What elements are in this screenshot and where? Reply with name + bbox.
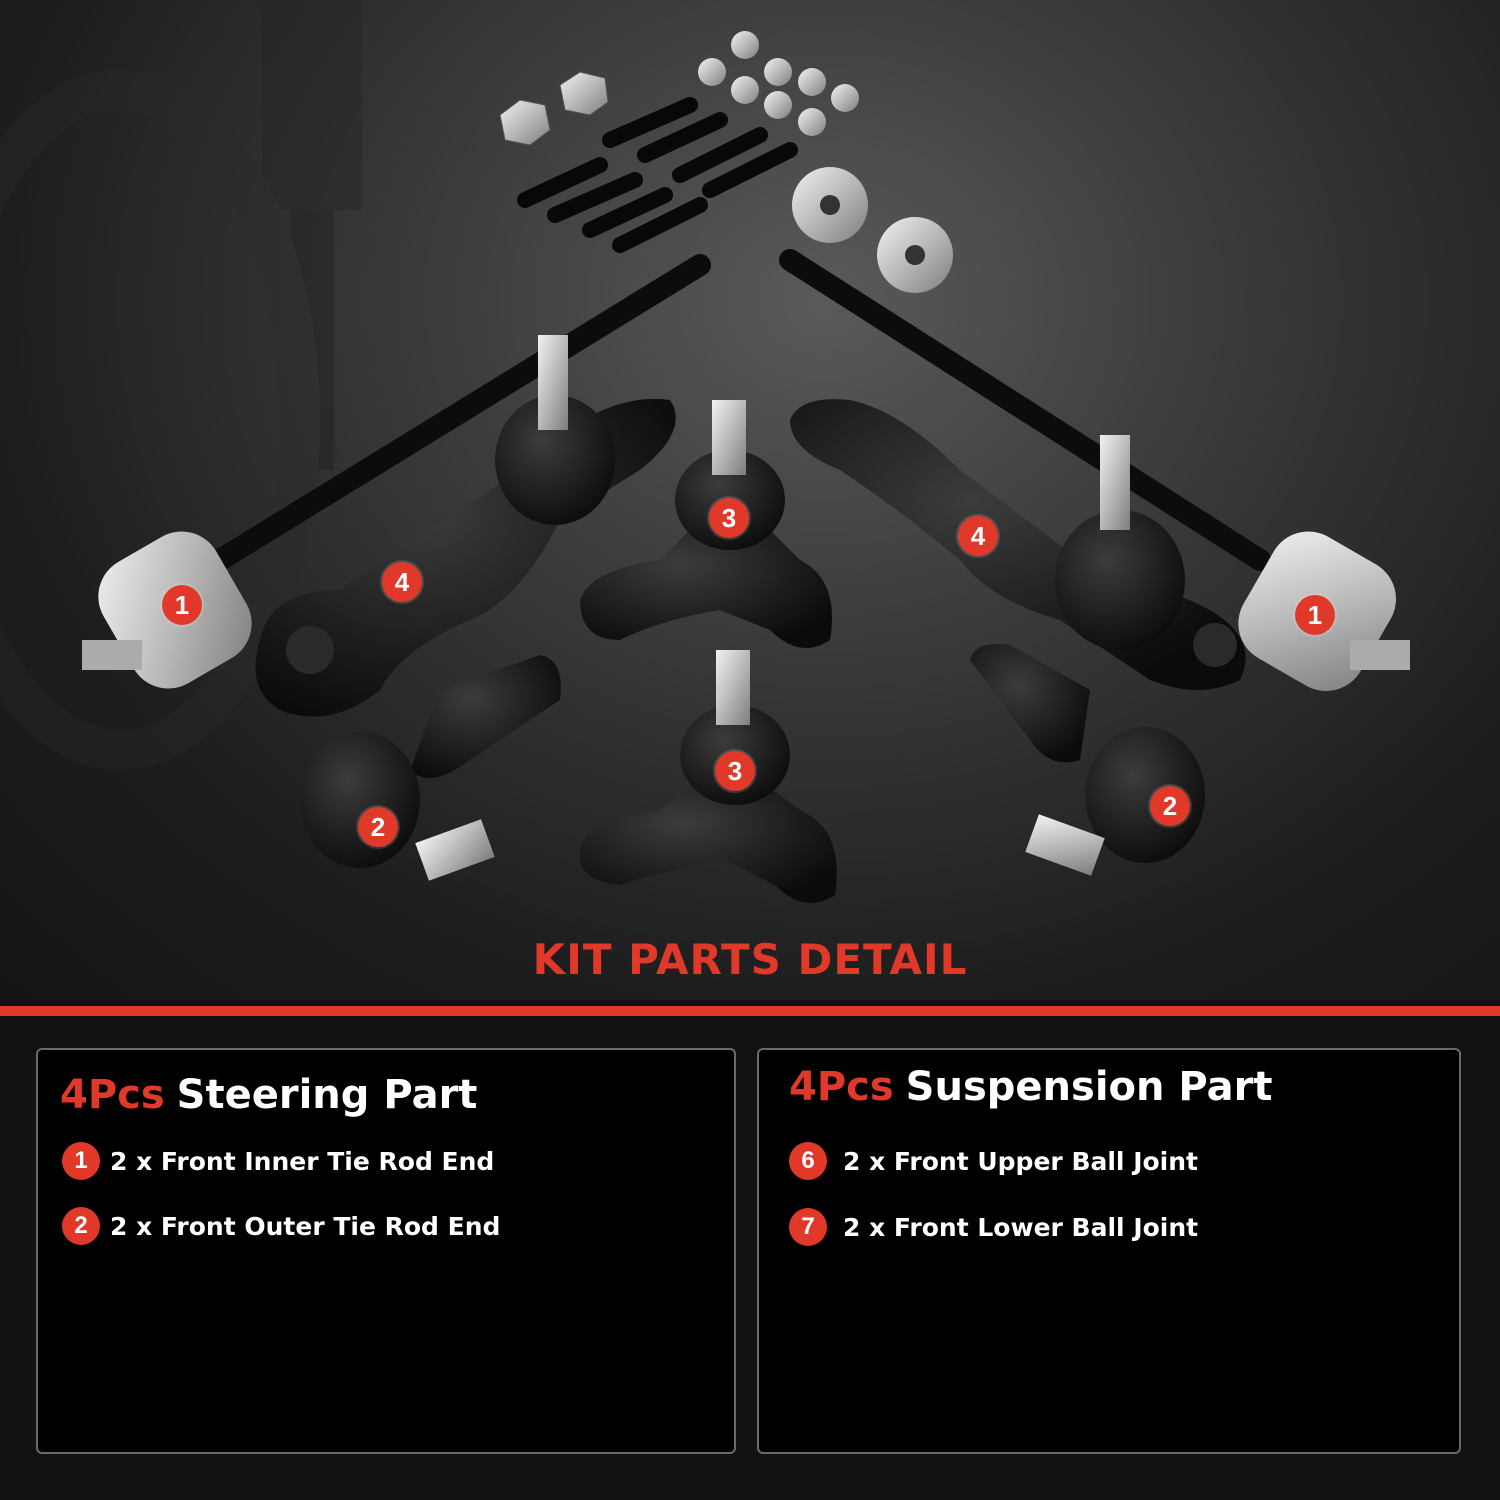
- callout-marker: 3: [715, 751, 755, 791]
- callout-marker: 2: [1150, 786, 1190, 826]
- background-strut: [0, 0, 362, 770]
- product-photo: 1 4 3 4 1 2 3 2: [0, 0, 1500, 1000]
- nut-set: [499, 31, 859, 146]
- item-label: 2 x Front Upper Ball Joint: [843, 1146, 1199, 1176]
- control-arm-left: [255, 335, 676, 717]
- list-item: 6 2 x Front Upper Ball Joint: [789, 1142, 1198, 1180]
- item-number-badge: 2: [62, 1207, 100, 1245]
- control-arm-right: [790, 399, 1246, 690]
- list-item: 2 2 x Front Outer Tie Rod End: [62, 1207, 500, 1245]
- steering-qty: 4Pcs: [60, 1072, 165, 1118]
- list-item: 1 2 x Front Inner Tie Rod End: [62, 1142, 494, 1180]
- callout-marker: 1: [162, 585, 202, 625]
- item-number-badge: 1: [62, 1142, 100, 1180]
- callout-marker: 4: [958, 516, 998, 556]
- steering-title: Steering Part: [176, 1072, 478, 1118]
- accent-divider: [0, 1006, 1500, 1016]
- upper-ball-joint: [580, 400, 832, 648]
- callout-marker: 2: [358, 807, 398, 847]
- section-heading: KIT PARTS DETAIL: [532, 935, 968, 984]
- callout-marker: 1: [1295, 595, 1335, 635]
- list-item: 7 2 x Front Lower Ball Joint: [789, 1208, 1198, 1246]
- item-label: 2 x Front Outer Tie Rod End: [110, 1211, 501, 1241]
- callout-marker: 3: [709, 498, 749, 538]
- suspension-title: Suspension Part: [905, 1064, 1273, 1110]
- lower-ball-joint: [579, 650, 837, 903]
- item-number-badge: 7: [789, 1208, 827, 1246]
- item-number-badge: 6: [789, 1142, 827, 1180]
- suspension-qty: 4Pcs: [789, 1064, 894, 1110]
- outer-tie-rod-right: [970, 644, 1205, 876]
- item-label: 2 x Front Inner Tie Rod End: [110, 1146, 495, 1176]
- bolt-set: [517, 97, 798, 253]
- parts-illustration: [0, 0, 1410, 903]
- callout-marker: 4: [382, 562, 422, 602]
- item-label: 2 x Front Lower Ball Joint: [843, 1212, 1199, 1242]
